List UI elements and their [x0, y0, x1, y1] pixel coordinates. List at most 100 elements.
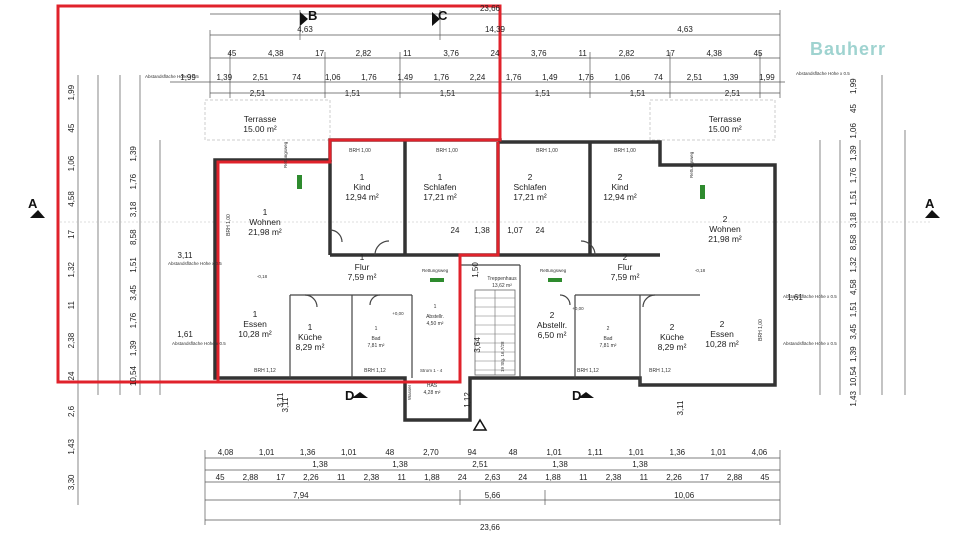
dimension-value: 10,54 [129, 366, 138, 387]
terrace-name: Terrasse [244, 114, 277, 124]
dimension-value: 1,01 [628, 448, 644, 457]
room-area: 13,62 m² [492, 283, 512, 289]
level-value: +0,00 [392, 311, 404, 316]
room-area: 7,59 m² [611, 272, 640, 282]
svg-text:B: B [308, 8, 317, 23]
room-number: 1 [308, 322, 313, 332]
abstand-label-6: Abstandsfläche Höhe x 0.5 [796, 71, 850, 76]
room-area: 7,59 m² [348, 272, 377, 282]
dimension-value: 1,49 [542, 73, 558, 82]
room-area: 17,21 m² [423, 192, 457, 202]
dimension-value: 3,76 [443, 49, 459, 58]
dimension-value: 17 [315, 49, 324, 58]
dimension-value: 2,70 [423, 448, 439, 457]
dimension-value: 3,18 [849, 212, 858, 228]
room-area: 4,50 m² [427, 321, 444, 327]
terrace-area: 15.00 m² [243, 124, 277, 134]
svg-text:D: D [572, 388, 581, 403]
stamp-text: Bauherr [810, 39, 886, 59]
dimension-value: 1,06 [325, 73, 341, 82]
dimension-value: 2,38 [67, 332, 76, 348]
dimension-value: 1,39 [723, 73, 739, 82]
dimension-inner: 1,12 [463, 392, 472, 408]
brh-label: BRH 1,12 [364, 368, 386, 374]
dimension-value: 1,76 [578, 73, 594, 82]
dimension-value: 1,36 [670, 448, 686, 457]
dimension-inner: 1,38 [474, 226, 490, 235]
staircase [474, 289, 516, 376]
escape-arrow-3 [430, 278, 444, 282]
dimension-value: 24 [458, 473, 467, 482]
svg-text:A: A [28, 196, 38, 211]
dimension-value: 48 [385, 448, 394, 457]
section-marker-a-left: A [28, 196, 45, 218]
section-marker-d-right: D [572, 388, 594, 403]
rettungsweg-label-4: Rettungsweg [540, 268, 567, 273]
dimension-value: 1,11 [588, 448, 604, 457]
dimension-value: 1,51 [630, 89, 646, 98]
dimension-inner: 1,50 [471, 262, 480, 278]
dimension-value: 1,01 [341, 448, 357, 457]
dimension-value: 1,76 [506, 73, 522, 82]
dimension-value: 11 [640, 473, 649, 482]
dimension-value: 10,06 [674, 491, 695, 500]
north-marker [472, 418, 488, 431]
room-number: 2 [720, 319, 725, 329]
terrace-left-outline [204, 99, 331, 141]
dimension-value: 3,18 [129, 201, 138, 217]
room-name: Kind [611, 182, 628, 192]
dimension-value: 1,38 [552, 460, 568, 469]
dimension-value: 11 [579, 473, 588, 482]
dimension-value: 4,08 [218, 448, 234, 457]
dimension-value: 45 [754, 49, 763, 58]
dimension-value: 48 [509, 448, 518, 457]
svg-text:A: A [925, 196, 935, 211]
room-area: 8,29 m² [658, 342, 687, 352]
dimension-value: 2,38 [364, 473, 380, 482]
room-area: 7,81 m² [600, 343, 617, 349]
room-number: 1 [375, 326, 378, 332]
room-area: 6,50 m² [538, 330, 567, 340]
room-name: Abstellr. [426, 314, 444, 320]
dimension-value: 17 [276, 473, 285, 482]
room-number: 2 [670, 322, 675, 332]
dimension-value: 2,88 [243, 473, 259, 482]
dimension-value: 45 [67, 123, 76, 132]
dimension-value: 2,6 [67, 405, 76, 417]
dimension-value: 4,58 [849, 279, 858, 295]
escape-arrow-4 [548, 278, 562, 282]
dimension-value: 1,99 [180, 73, 196, 82]
door-swings [304, 229, 656, 308]
dimension-inner: 3,11 [281, 397, 290, 413]
dimension-value: 2,82 [619, 49, 635, 58]
dimension-value: 1,51 [849, 301, 858, 317]
abstand-label-4: Abstandsfläche Höhe x 0.5 [783, 341, 837, 346]
dimension-value: 8,58 [129, 229, 138, 245]
room-name: Schlafen [513, 182, 546, 192]
room-number: 1 [360, 252, 365, 262]
svg-text:D: D [345, 388, 354, 403]
room-name: Schlafen [423, 182, 456, 192]
room-name: Wohnen [249, 217, 281, 227]
escape-arrow-1 [297, 175, 302, 189]
dimension-value: 1,06 [849, 123, 858, 139]
dimension-value: 2,51 [253, 73, 269, 82]
dimension-value: 1,38 [392, 460, 408, 469]
section-marker-a-right: A [925, 196, 940, 218]
dimension-value: 11 [398, 473, 407, 482]
dimension-value: 1,76 [849, 167, 858, 183]
dimension-value: 17 [67, 229, 76, 238]
dimension-value: 11 [403, 49, 412, 58]
dimension-value: 2,51 [725, 89, 741, 98]
room-area: 21,98 m² [248, 227, 282, 237]
dimension-inner: 3,11 [676, 400, 685, 416]
room-name: Wohnen [709, 224, 741, 234]
side-dimension-lines [77, 75, 906, 505]
dimension-value: 24 [491, 49, 500, 58]
brh-label: BRH 1,00 [536, 148, 558, 154]
dimension-value: 8,58 [849, 234, 858, 250]
room-area: 12,94 m² [603, 192, 637, 202]
room-name: Küche [660, 332, 684, 342]
